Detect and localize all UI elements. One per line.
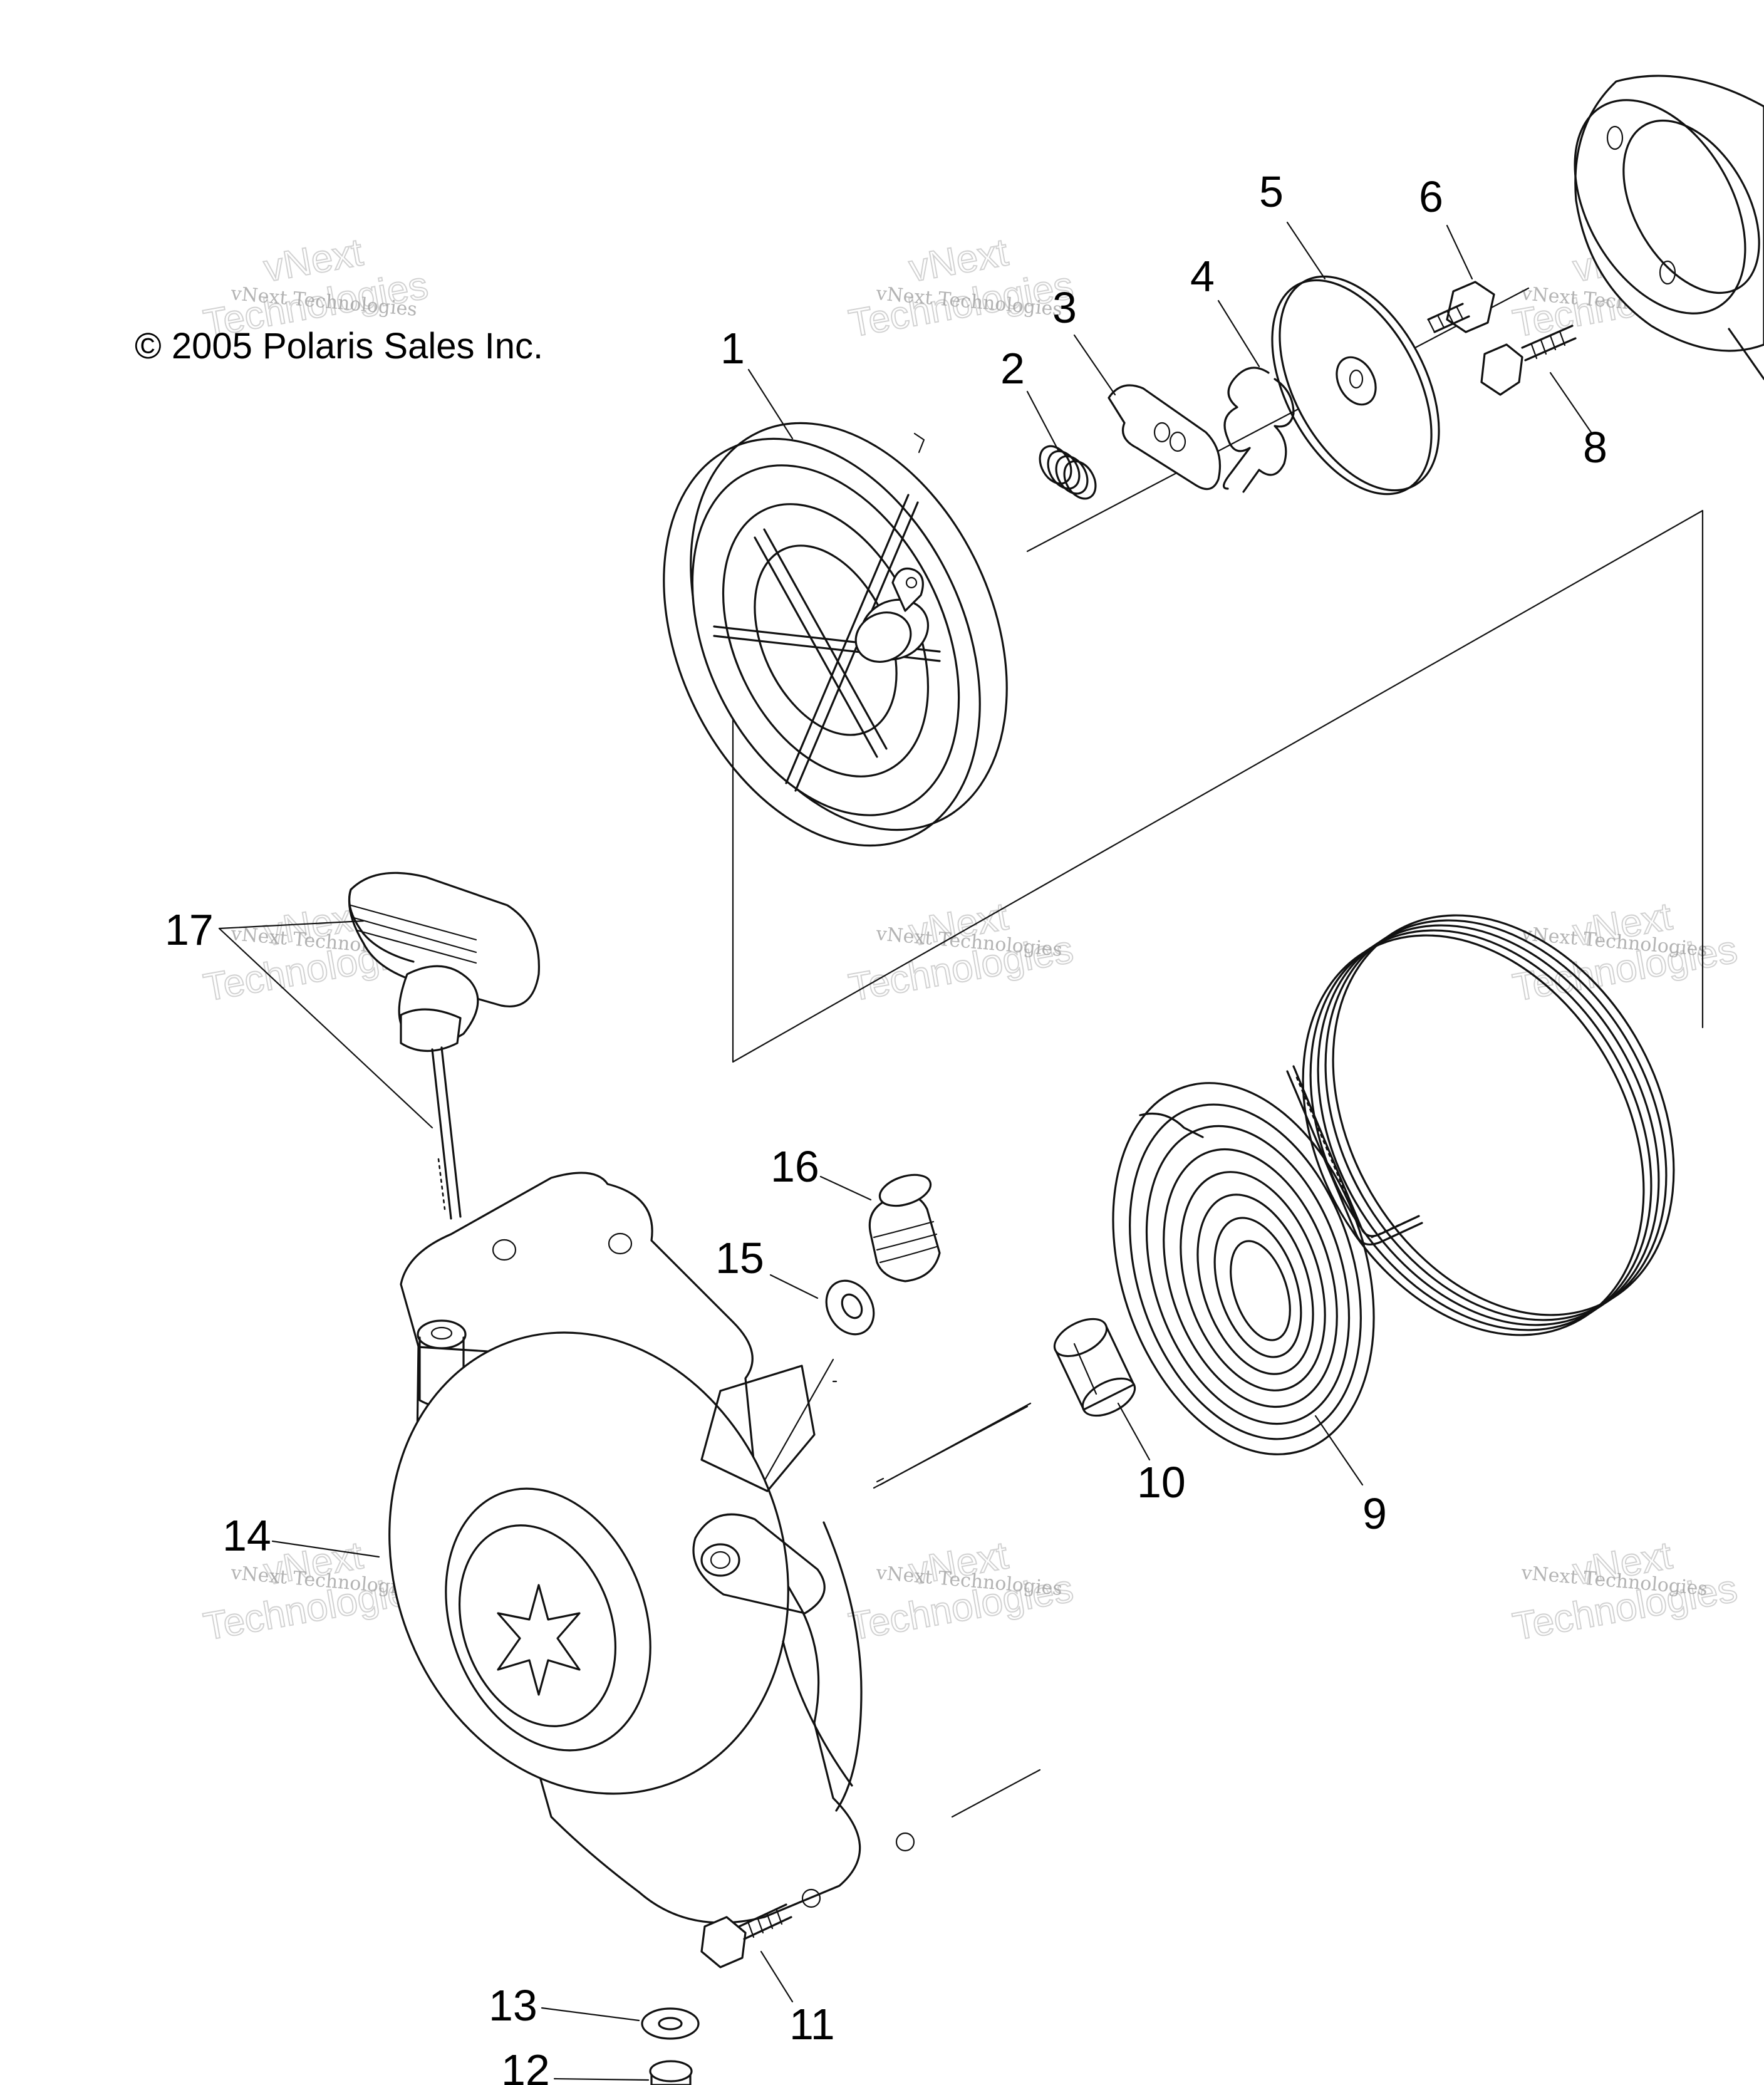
part-14-recoil-housing — [388, 1172, 915, 1924]
part-1-pulley — [663, 422, 1008, 847]
callout-11: 11 — [789, 2000, 835, 2049]
part-12-plug — [649, 2060, 693, 2085]
leader-lines — [218, 221, 1592, 2081]
part-11-screw — [700, 1903, 792, 1968]
part-reel-housing — [1574, 75, 1764, 380]
part-9-recoil-spring — [1112, 1082, 1375, 1455]
callout-8: 8 — [1583, 423, 1607, 472]
callout-6: 6 — [1419, 172, 1443, 221]
part-3-pawl — [1108, 384, 1221, 491]
part-5-friction-plate — [1271, 275, 1440, 496]
callout-10: 10 — [1137, 1458, 1186, 1507]
callout-4: 4 — [1190, 252, 1215, 301]
part-17-handle — [348, 871, 541, 1220]
callout-16: 16 — [770, 1142, 819, 1191]
callout-14: 14 — [222, 1511, 271, 1560]
callout-2: 2 — [1000, 344, 1025, 393]
part-8-screw — [1480, 325, 1577, 396]
callout-17: 17 — [165, 905, 214, 954]
part-13-washer — [641, 2007, 700, 2040]
copyright-text: © 2005 Polaris Sales Inc. — [135, 326, 543, 367]
callout-15: 15 — [715, 1234, 764, 1282]
callout-labels: 1 2 3 4 5 6 8 9 10 11 12 13 14 15 16 17 — [165, 167, 1607, 2085]
callout-1: 1 — [720, 324, 745, 373]
part-6-bolt — [1427, 281, 1495, 333]
assembly-lines — [732, 287, 1704, 1818]
callout-13: 13 — [489, 1981, 537, 2030]
callout-3: 3 — [1052, 283, 1077, 332]
part-2-spring — [1039, 445, 1097, 500]
part-rope-coil — [1286, 914, 1675, 1336]
callout-12: 12 — [501, 2046, 550, 2085]
part-4-clip — [1223, 367, 1295, 493]
part-16-plug — [868, 1173, 941, 1282]
callout-9: 9 — [1362, 1489, 1387, 1538]
part-10-bushing — [1053, 1318, 1136, 1417]
callout-5: 5 — [1259, 167, 1284, 216]
